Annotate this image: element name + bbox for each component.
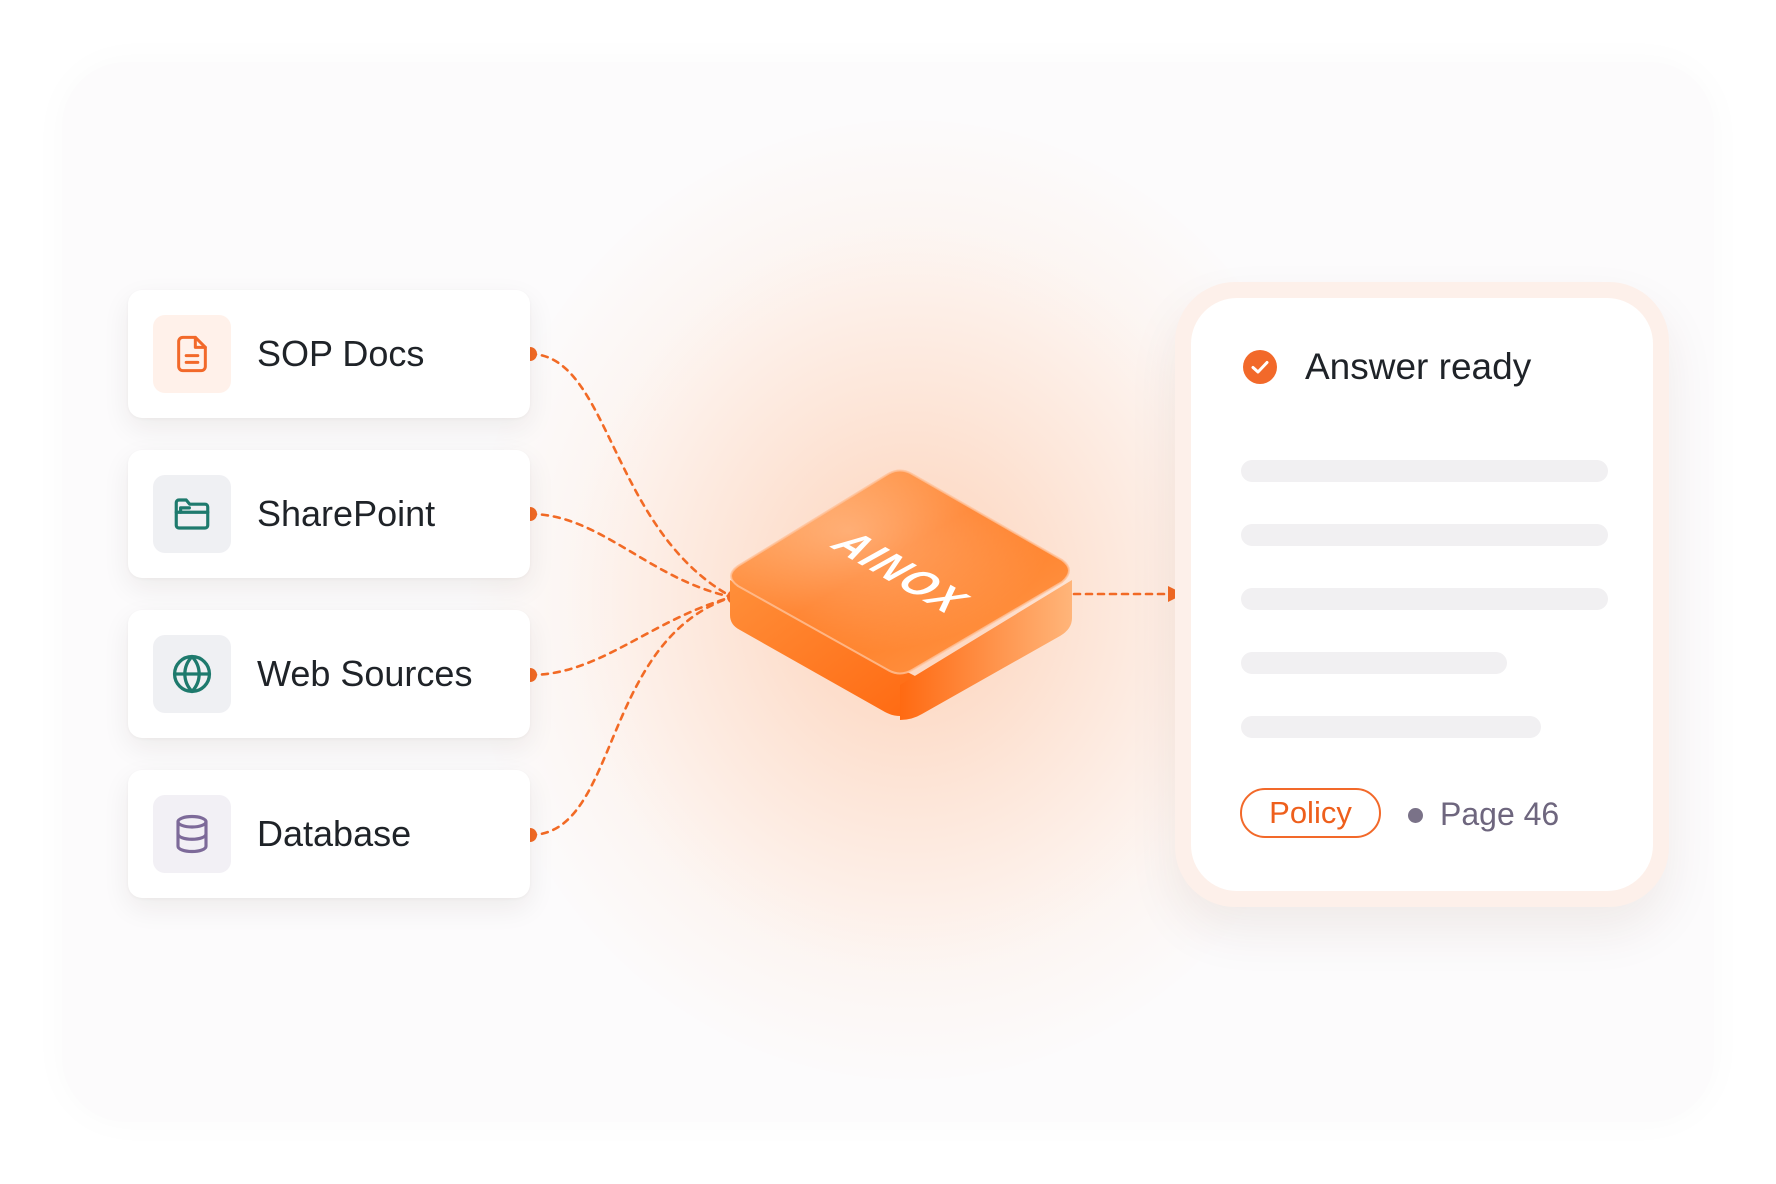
source-label: Database	[257, 813, 412, 854]
source-label: SOP Docs	[257, 333, 425, 374]
skeleton-line	[1241, 652, 1507, 674]
hub-side-left	[730, 580, 915, 716]
hub-chip: AINOX	[730, 469, 1072, 720]
skeleton-line	[1241, 588, 1608, 610]
policy-tag[interactable]: Policy	[1240, 788, 1381, 838]
hub-side-right	[900, 580, 1072, 720]
answer-title: Answer ready	[1305, 346, 1532, 387]
source-card-sop-docs[interactable]: SOP Docs	[128, 290, 530, 418]
source-label: Web Sources	[257, 653, 473, 694]
connector-web-sources	[528, 595, 734, 677]
source-card-database[interactable]: Database	[128, 770, 530, 898]
skeleton-line	[1241, 716, 1541, 738]
folder-icon	[153, 475, 231, 553]
source-card-web-sources[interactable]: Web Sources	[128, 610, 530, 738]
connector-sharepoint	[528, 512, 734, 599]
source-label: SharePoint	[257, 493, 436, 534]
check-circle-icon	[1243, 350, 1277, 384]
globe-icon	[153, 635, 231, 713]
skeleton-line	[1241, 524, 1608, 546]
database-icon	[153, 795, 231, 873]
ainox-hub: AINOX	[700, 440, 1100, 760]
source-card-sharepoint[interactable]: SharePoint	[128, 450, 530, 578]
connector-sop-docs	[528, 352, 734, 599]
dot-separator	[1408, 808, 1423, 823]
file-text-icon	[153, 315, 231, 393]
page-reference: Page 46	[1440, 796, 1560, 832]
skeleton-line	[1241, 460, 1608, 482]
